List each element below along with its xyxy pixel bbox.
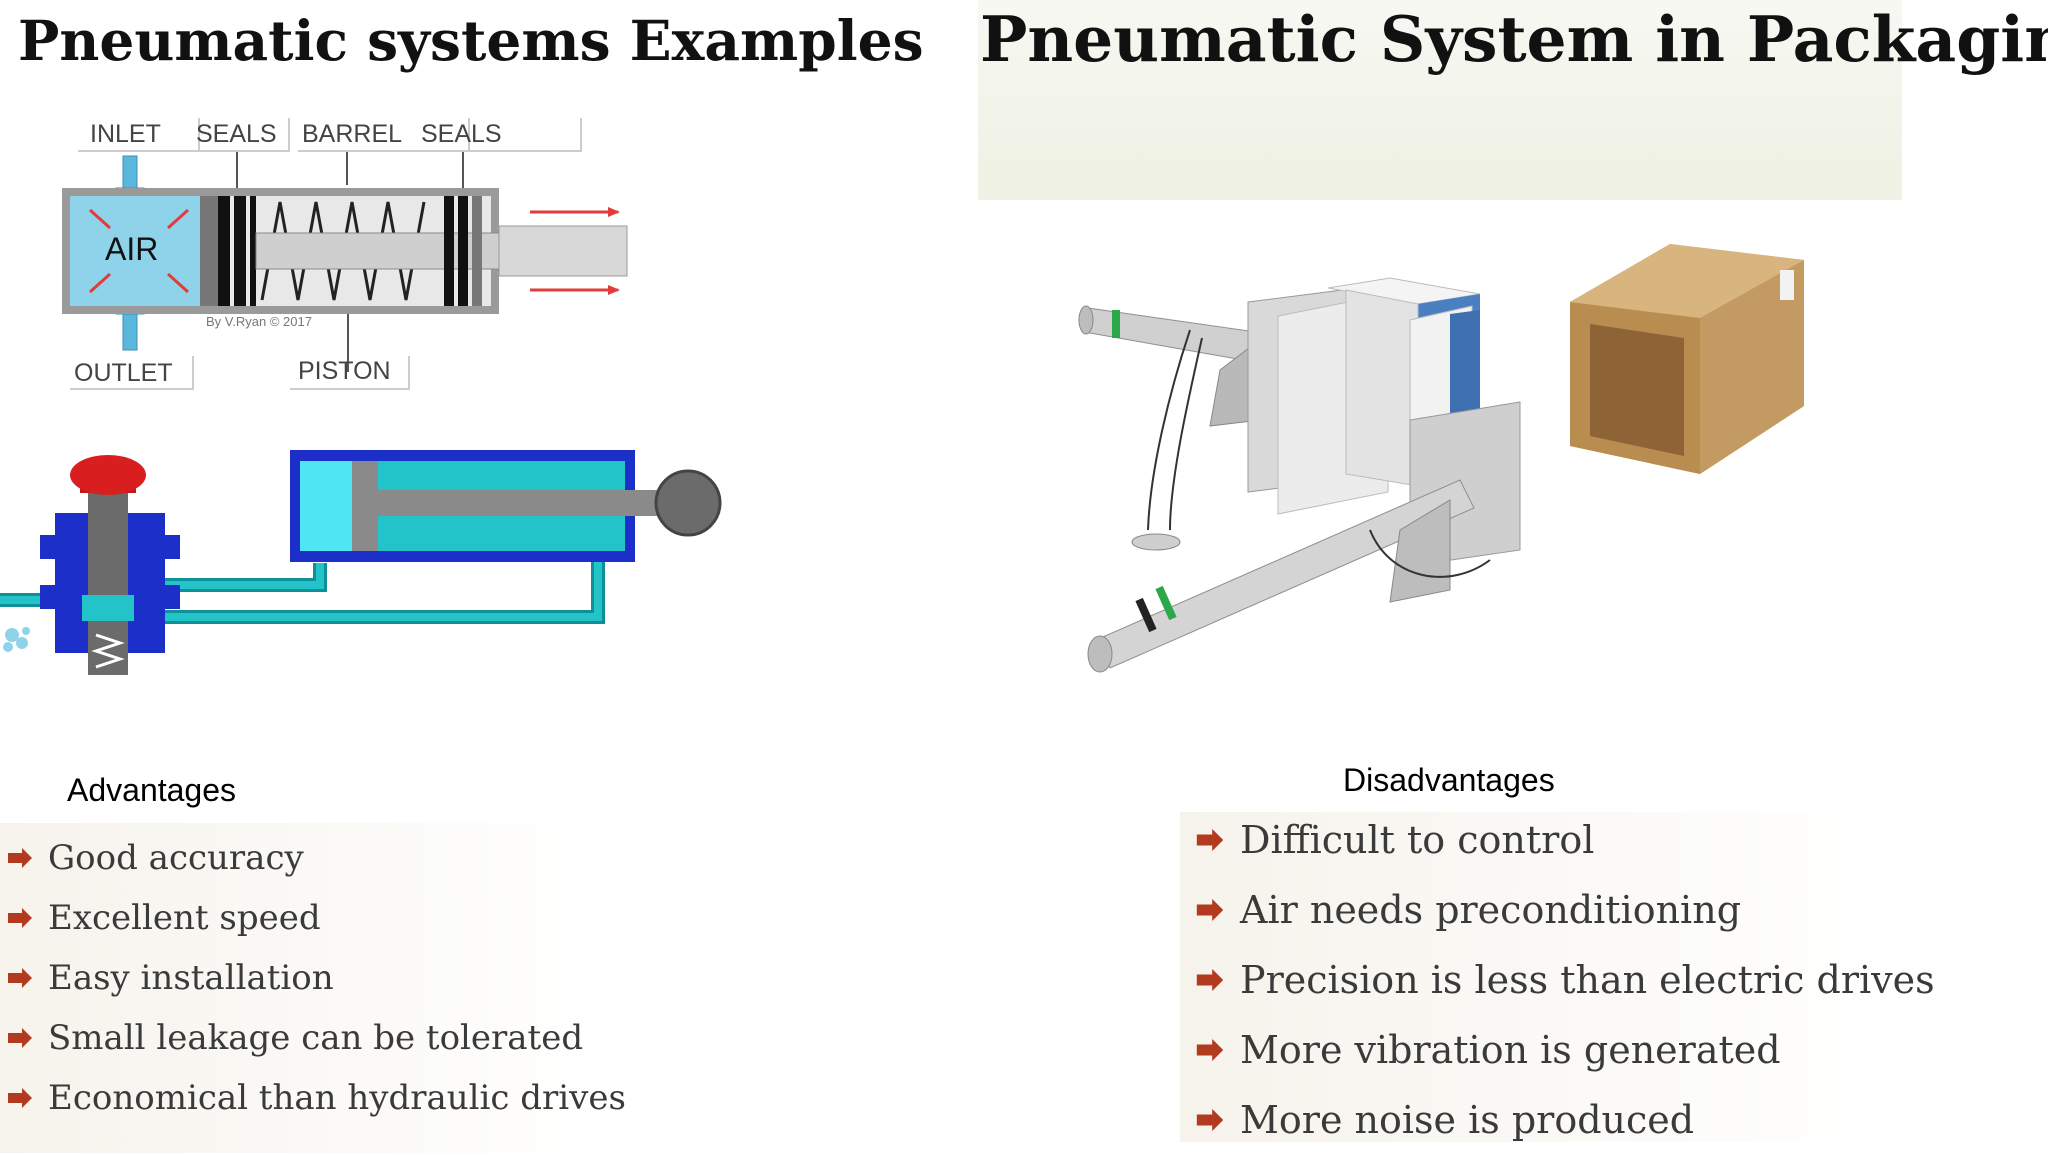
packaging-drawing [1078,244,1804,673]
seals-label-box-2 [410,118,582,152]
list-item: Difficult to control [1196,805,1935,875]
inlet-label-box [78,118,200,152]
disadvantages-heading: Disadvantages [1343,762,1555,798]
piston-label-box [290,356,410,390]
bullet-arrow-icon [1196,1109,1224,1131]
list-item: More vibration is generated [1196,1015,1935,1085]
disadvantages-panel [1180,812,1900,1142]
seals-label-1: SEALS [196,120,277,148]
disadvantages-list: Difficult to control Air needs precondit… [1196,805,1935,1155]
credit-label: By V.Ryan © 2017 [206,314,312,329]
cylinder-cutaway-diagram: INLET SEALS BARREL SEALS AIR By V.Ryan ©… [50,110,650,395]
right-slide-title: Pneumatic System in Packaging [980,2,2048,76]
bullet-arrow-icon [1196,969,1224,991]
bullet-arrow-icon [8,848,32,868]
advantages-heading: Advantages [67,772,237,808]
piston-label: PISTON [298,357,391,385]
air-label: AIR [105,231,159,267]
left-slide-title: Pneumatic systems Examples [18,8,924,73]
inlet-label: INLET [90,120,161,148]
valve-cylinder-diagram [0,445,730,705]
barrel-label: BARREL [302,120,403,148]
bullet-arrow-icon [8,968,32,988]
list-item: Good accuracy [8,828,626,888]
outlet-label-box [70,356,194,390]
advantages-panel [0,823,612,1153]
bullet-arrow-icon [1196,829,1224,851]
packaging-illustration [1070,230,1830,690]
bullet-arrow-icon [8,1028,32,1048]
list-item: Precision is less than electric drives [1196,945,1935,1015]
list-item: Easy installation [8,948,626,1008]
outlet-label: OUTLET [74,359,173,387]
cylinder-cutaway-drawing [62,150,628,372]
seals-label-2: SEALS [421,120,502,148]
advantages-list: Good accuracy Excellent speed Easy insta… [8,828,626,1128]
list-item: More noise is produced [1196,1085,1935,1155]
valve-cylinder-drawing [0,450,722,675]
bullet-arrow-icon [1196,899,1224,921]
list-item: Air needs preconditioning [1196,875,1935,945]
list-item: Excellent speed [8,888,626,948]
list-item: Economical than hydraulic drives [8,1068,626,1128]
right-title-background [978,0,1902,200]
bullet-arrow-icon [8,908,32,928]
bullet-arrow-icon [8,1088,32,1108]
barrel-label-box [298,118,470,152]
bullet-arrow-icon [1196,1039,1224,1061]
list-item: Small leakage can be tolerated [8,1008,626,1068]
seals-label-box-1 [192,118,290,152]
